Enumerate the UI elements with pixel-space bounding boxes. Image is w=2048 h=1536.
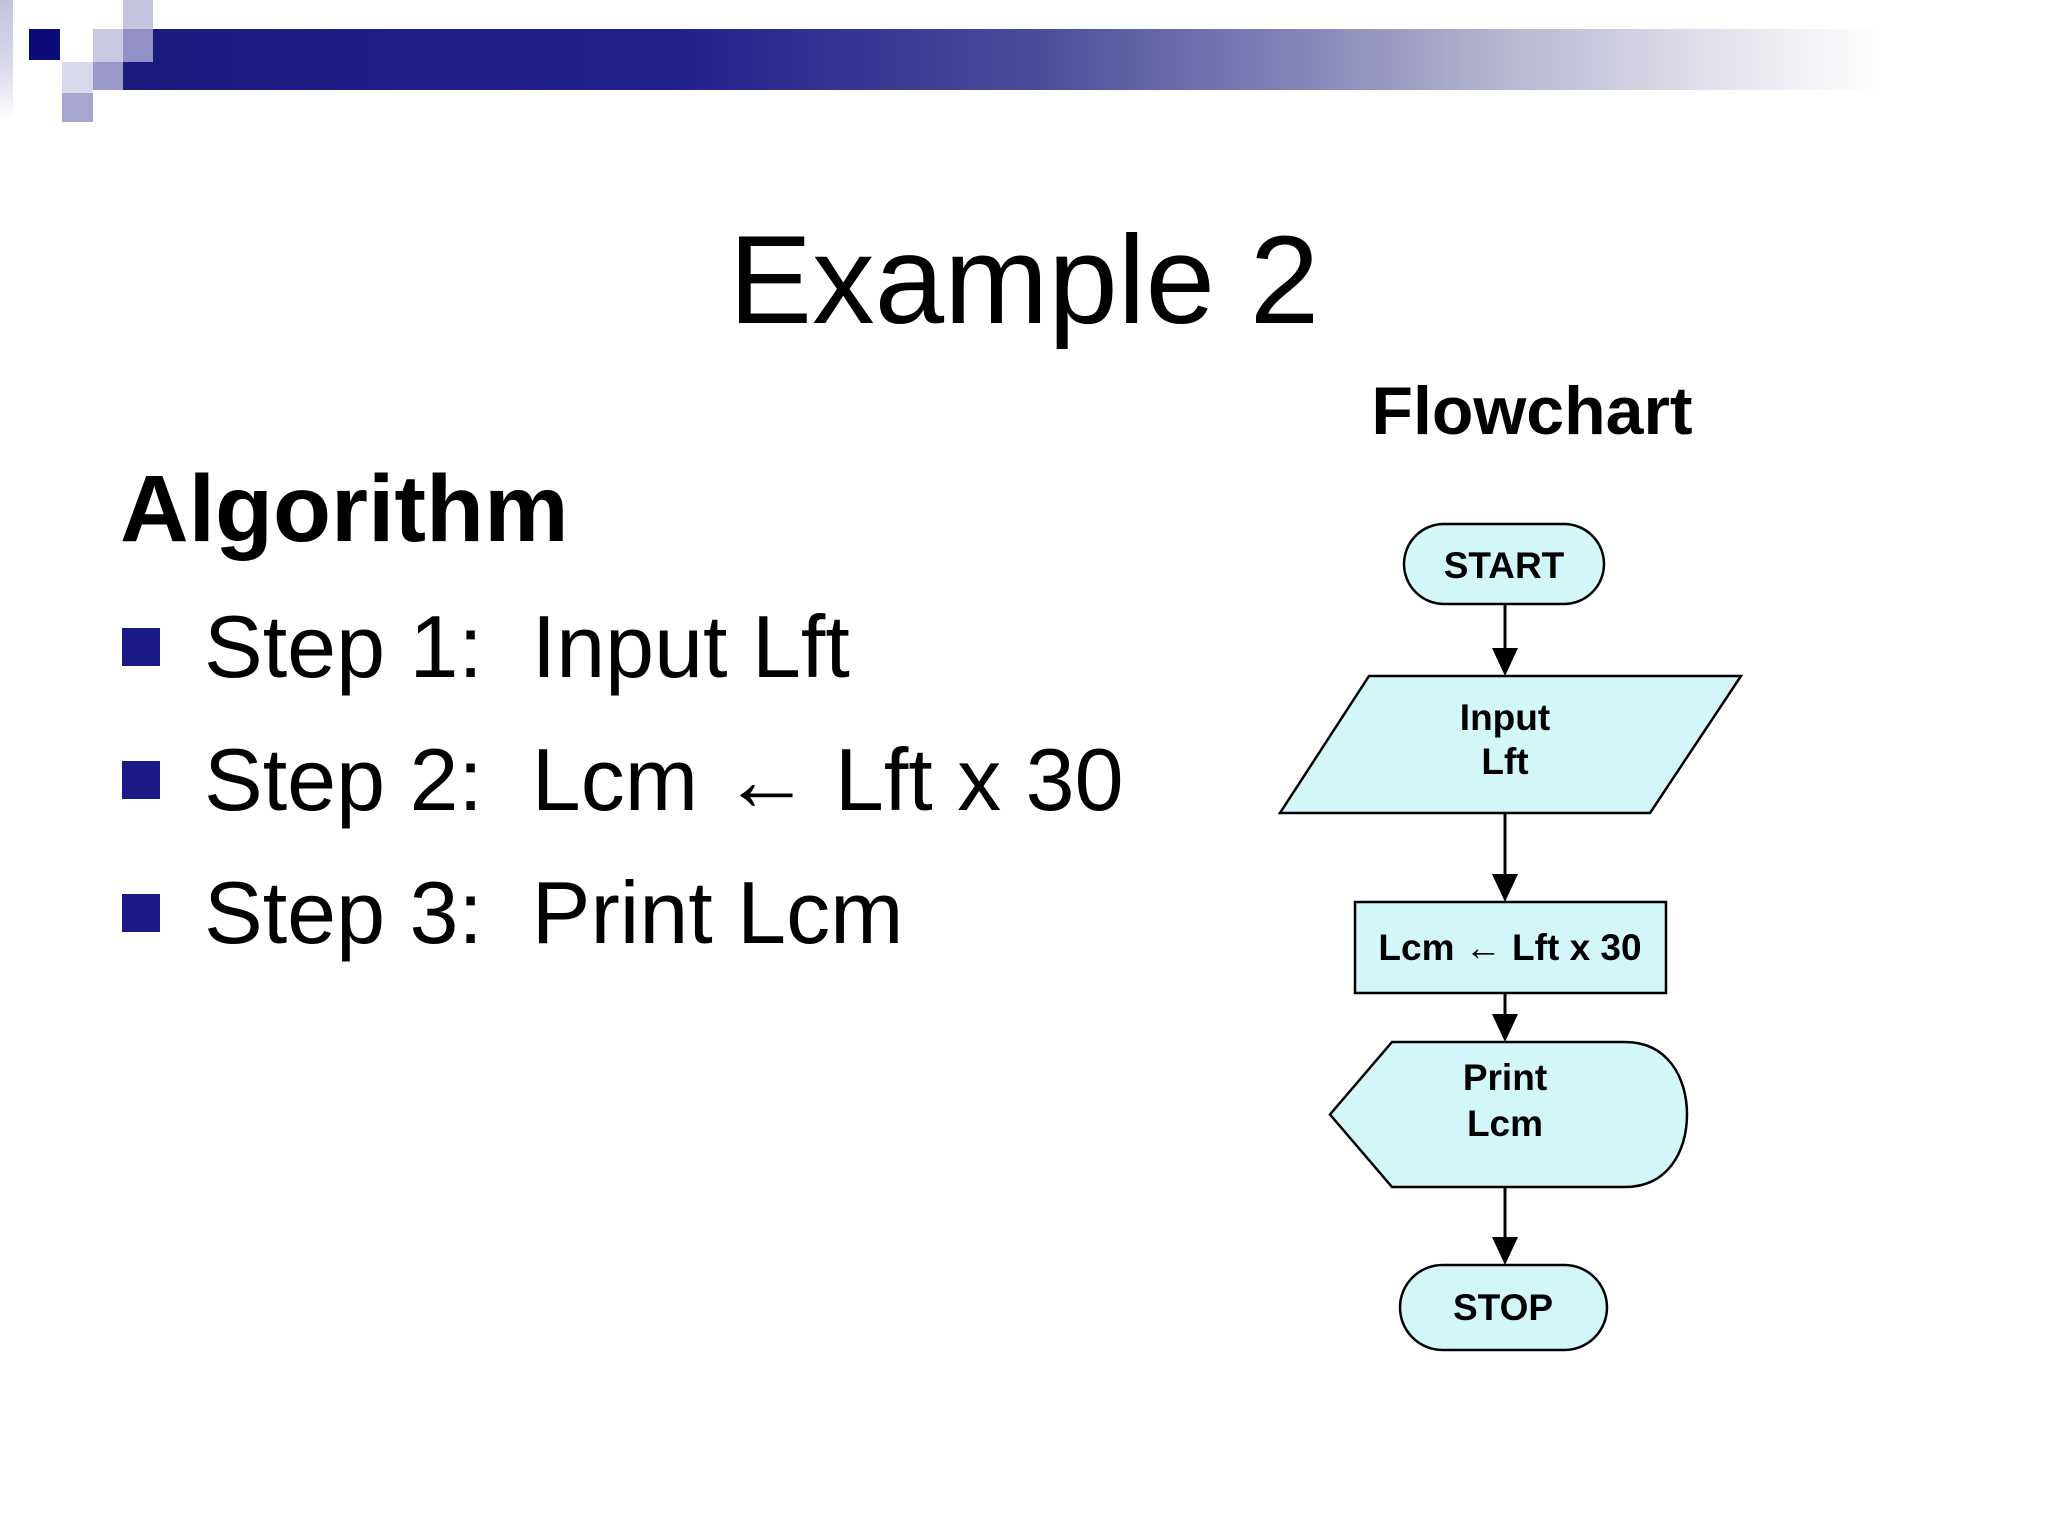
process-node-label: Lcm ← Lft x 30 — [1378, 927, 1641, 968]
deco-square — [93, 29, 123, 62]
display-node-label-line1: Print — [1463, 1057, 1547, 1098]
stop-node — [1398, 1263, 1609, 1352]
display-node — [1328, 1040, 1689, 1189]
step-text: Step 2: Lcm ← Lft x 30 — [204, 729, 1124, 829]
process-node — [1353, 900, 1668, 995]
flowchart-heading: Flowchart — [1371, 373, 1693, 449]
stop-node-label: STOP — [1453, 1287, 1553, 1328]
step-text: Step 1: Input Lft — [204, 596, 850, 696]
input-node — [1277, 674, 1744, 815]
algorithm-heading: Algorithm — [120, 456, 569, 562]
algorithm-steps: Step 1: Input Lft Step 2: Lcm ← Lft x 30… — [122, 580, 1124, 979]
slide-title: Example 2 — [728, 211, 1320, 350]
square-bullet-icon — [122, 760, 160, 799]
deco-square — [123, 0, 153, 29]
input-node-label-line2: Lft — [1481, 741, 1528, 782]
deco-square — [62, 93, 93, 122]
algorithm-step-3: Step 3: Print Lcm — [122, 846, 1124, 979]
deco-square — [123, 29, 153, 62]
square-bullet-icon — [122, 627, 160, 666]
deco-square — [93, 62, 123, 90]
algorithm-step-2: Step 2: Lcm ← Lft x 30 — [122, 713, 1124, 846]
flow-arrowhead-icon — [1492, 874, 1518, 902]
start-node-label: START — [1444, 545, 1565, 586]
input-node-label-line1: Input — [1460, 697, 1550, 738]
flow-arrowhead-icon — [1492, 648, 1518, 676]
square-bullet-icon — [122, 893, 160, 932]
deco-square — [62, 62, 93, 93]
deco-square-navy — [29, 29, 60, 60]
flow-arrowhead-icon — [1492, 1014, 1518, 1042]
step-text: Step 3: Print Lcm — [204, 862, 904, 962]
flowchart-graphic: START Input Lft Lcm ← Lft x 30 Print Lcm… — [1277, 522, 1744, 1352]
deco-left-strip — [0, 0, 13, 120]
flow-arrowhead-icon — [1492, 1237, 1518, 1265]
display-node-label-line2: Lcm — [1467, 1103, 1543, 1144]
algorithm-step-1: Step 1: Input Lft — [122, 580, 1124, 713]
header-gradient-bar — [123, 29, 1935, 90]
